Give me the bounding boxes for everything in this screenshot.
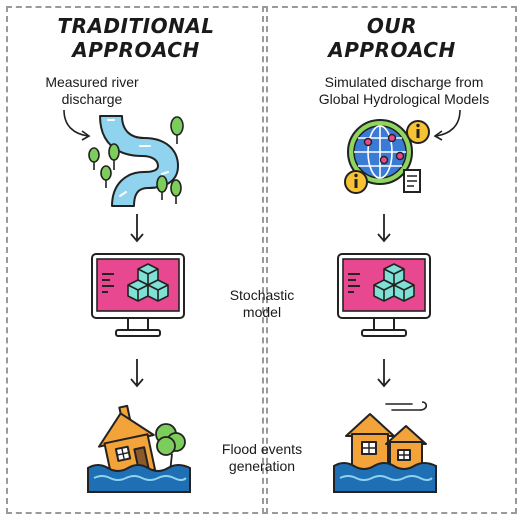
label-line: Flood events xyxy=(221,441,303,457)
title-line: APPROACH xyxy=(72,38,200,62)
down-arrow-icon xyxy=(377,214,391,243)
simulated-discharge-label: Simulated discharge from Global Hydrolog… xyxy=(304,74,504,108)
down-arrow-icon xyxy=(377,359,391,388)
label-line: Measured river xyxy=(45,74,139,90)
flooded-house-icon xyxy=(87,404,191,493)
title-line: TRADITIONAL xyxy=(57,14,215,38)
curved-arrow-icon xyxy=(63,109,91,141)
label-line: Simulated discharge from xyxy=(324,74,484,90)
label-line: discharge xyxy=(61,91,123,107)
label-line: Global Hydrological Models xyxy=(318,91,490,107)
label-line: Stochastic xyxy=(229,287,295,303)
globe-info-icon xyxy=(344,119,430,194)
stochastic-model-label: Stochastic model xyxy=(210,287,314,321)
flood-events-label: Flood events generation xyxy=(205,441,319,475)
label-line: generation xyxy=(228,458,296,474)
monitor-cubes-icon xyxy=(91,253,185,337)
curved-arrow-icon xyxy=(433,109,461,141)
river-icon xyxy=(88,115,184,207)
down-arrow-icon xyxy=(130,359,144,388)
traditional-approach-title: TRADITIONAL APPROACH xyxy=(36,14,236,62)
our-approach-panel xyxy=(262,6,517,514)
flooded-house-icon xyxy=(333,401,437,493)
monitor-cubes-icon xyxy=(337,253,431,337)
title-line: APPROACH xyxy=(328,38,456,62)
title-line: OUR xyxy=(366,14,418,38)
our-approach-title: OUR APPROACH xyxy=(292,14,492,62)
traditional-approach-panel xyxy=(6,6,268,514)
label-line: model xyxy=(242,304,282,320)
measured-discharge-label: Measured river discharge xyxy=(22,74,162,108)
down-arrow-icon xyxy=(130,214,144,243)
